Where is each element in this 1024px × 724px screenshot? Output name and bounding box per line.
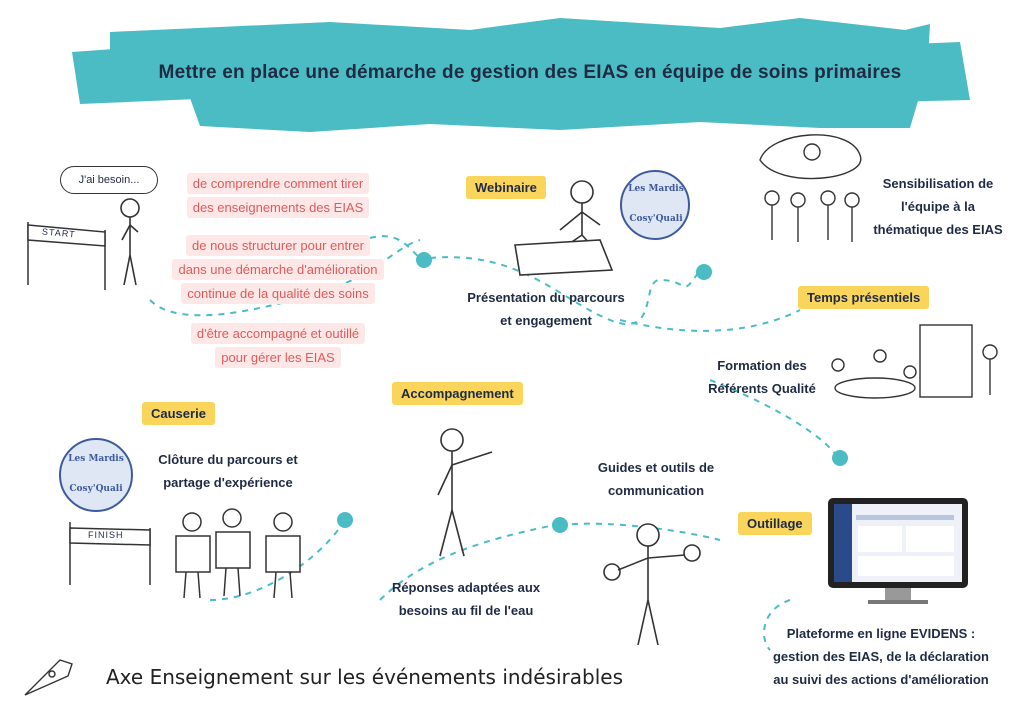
tag-webinaire: Webinaire	[466, 176, 546, 199]
text-line: Sensibilisation de	[882, 176, 994, 191]
path-line-4	[619, 309, 801, 332]
need-line: de nous structurer pour entrer	[186, 235, 370, 256]
path-line-9	[763, 599, 791, 651]
path-dot	[337, 512, 353, 528]
outillage-text: Plateforme en ligne EVIDENS : gestion de…	[748, 622, 1014, 691]
tag-outillage: Outillage	[738, 512, 812, 535]
title-banner	[72, 40, 970, 106]
causerie-figures	[175, 508, 301, 599]
stick-figure-webinar	[514, 180, 614, 276]
need-structure: de nous structurer pour entrer dans une …	[162, 234, 394, 306]
start-ribbon	[27, 222, 106, 290]
text-line: l'équipe à la	[901, 199, 975, 214]
finish-ribbon	[69, 522, 151, 585]
text-line: Présentation du parcours	[467, 290, 625, 305]
accompagnement-text: Réponses adaptées aux besoins au fil de …	[386, 576, 546, 622]
need-line: de comprendre comment tirer	[186, 173, 370, 194]
path-dot	[552, 517, 568, 533]
evidens-monitor	[828, 498, 968, 604]
stick-figure-guides	[603, 523, 701, 646]
text-line: gestion des EIAS, de la déclaration	[772, 649, 989, 664]
title-banner-bottom	[190, 92, 920, 132]
text-line: et engagement	[500, 313, 592, 328]
cosy-quali-badge	[59, 170, 690, 512]
text-line: communication	[607, 483, 705, 498]
need-line: des enseignements des EIAS	[186, 197, 370, 218]
badge-top: Les Mardis	[68, 454, 124, 464]
need-line: pour gérer les EIAS	[215, 347, 341, 368]
temps-text: Formation des Référents Qualité	[700, 354, 824, 400]
need-line: d'être accompagné et outillé	[190, 323, 366, 344]
training-scene	[831, 324, 998, 399]
text-line: au suivi des actions d'amélioration	[773, 672, 989, 687]
need-line: continue de la qualité des soins	[181, 283, 375, 304]
text-line: Plateforme en ligne EVIDENS :	[786, 626, 976, 641]
text-line: partage d'expérience	[163, 475, 293, 490]
path-line-8	[209, 519, 346, 601]
text-line: Référents Qualité	[708, 381, 816, 396]
webinaire-text: Présentation du parcours et engagement	[458, 286, 634, 332]
path-line-7	[379, 524, 556, 601]
path-line-2	[369, 235, 421, 259]
stick-figure-thinking	[120, 198, 140, 286]
path-dot	[416, 252, 432, 268]
footer-caption: Axe Enseignement sur les événements indé…	[106, 665, 623, 689]
path-line-3	[429, 256, 701, 325]
text-line: thématique des EIAS	[873, 222, 1003, 237]
text-line: Formation des	[717, 358, 807, 373]
page-title: Mettre en place une démarche de gestion …	[158, 62, 902, 83]
text-line: besoins au fil de l'eau	[398, 603, 534, 618]
badge-top: Les Mardis	[628, 184, 684, 194]
tag-causerie: Causerie	[142, 402, 215, 425]
path-line-5	[709, 379, 841, 461]
guides-text: Guides et outils de communication	[582, 456, 730, 502]
sensibilisation-text: Sensibilisation de l'équipe à la thémati…	[866, 172, 1010, 241]
tag-accompagnement: Accompagnement	[392, 382, 523, 405]
need-understand: de comprendre comment tirer des enseigne…	[178, 172, 378, 220]
path-dot	[832, 450, 848, 466]
need-accompany: d'être accompagné et outillé pour gérer …	[178, 322, 378, 370]
text-line: Guides et outils de	[597, 460, 715, 475]
tag-temps-presentiels: Temps présentiels	[798, 286, 930, 309]
causerie-text: Clôture du parcours et partage d'expérie…	[148, 448, 308, 494]
rocket-icon	[24, 659, 73, 696]
group-brainstorm	[759, 134, 862, 242]
need-line: dans une démarche d'amélioration	[172, 259, 384, 280]
path-line-6	[559, 522, 721, 541]
path-dot	[696, 264, 712, 280]
finish-label: FINISH	[88, 530, 124, 540]
text-line: Clôture du parcours et	[158, 452, 298, 467]
text-line: Réponses adaptées aux	[391, 580, 541, 595]
speech-bubble: J'ai besoin...	[60, 166, 158, 194]
stick-figure-accompagnement	[437, 428, 493, 557]
badge-bottom: Cosy'Quali	[69, 484, 123, 494]
badge-bottom: Cosy'Quali	[629, 214, 683, 224]
